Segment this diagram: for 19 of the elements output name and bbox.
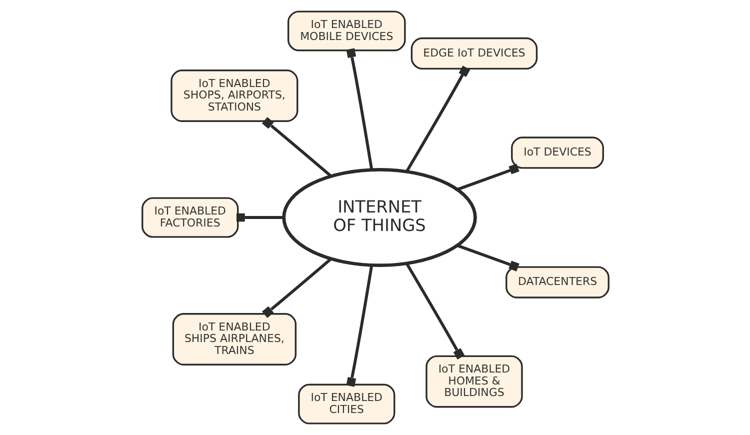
connector xyxy=(262,117,332,178)
node-box: EDGE IoT DEVICES xyxy=(410,37,538,70)
node-box: IoT ENABLED HOMES & BUILDINGS xyxy=(425,355,522,408)
node-box: IoT ENABLED FACTORIES xyxy=(141,197,238,238)
node-box: IoT ENABLED MOBILE DEVICES xyxy=(286,10,406,52)
node-box: IoT ENABLED SHIPS AIRPLANES, TRAINS xyxy=(172,313,296,366)
connector xyxy=(346,48,373,170)
node-box: IoT ENABLED SHOPS, AIRPORTS, STATIONS xyxy=(170,70,298,122)
connector xyxy=(404,66,470,172)
connector xyxy=(346,264,373,387)
node-box: DATACENTERS xyxy=(505,266,609,298)
connector xyxy=(456,244,519,272)
node-box: IoT DEVICES xyxy=(510,136,604,169)
connector xyxy=(404,262,464,360)
node-box: IoT ENABLED CITIES xyxy=(298,384,395,424)
connector xyxy=(456,164,519,191)
connector xyxy=(236,213,284,222)
connector xyxy=(262,258,332,318)
node-ellipse: INTERNET OF THINGS xyxy=(282,168,476,268)
